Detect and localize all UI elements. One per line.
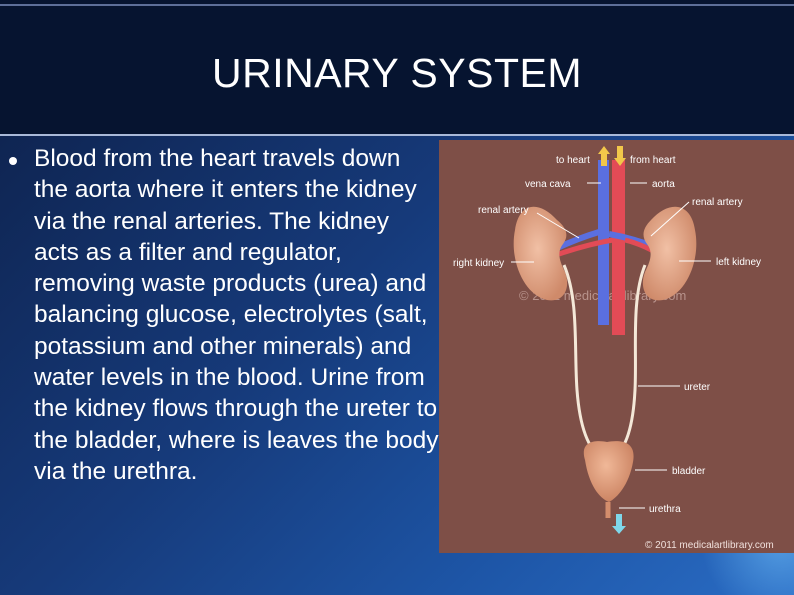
label-ureter: ureter <box>684 382 711 393</box>
title-bar: URINARY SYSTEM <box>0 0 794 136</box>
outflow-arrow-icon <box>612 514 626 534</box>
label-right-kidney: right kidney <box>453 258 504 269</box>
label-vena-cava: vena cava <box>525 179 571 190</box>
label-renal-artery-right: renal artery <box>692 197 743 208</box>
leader-lines <box>511 182 711 509</box>
label-left-kidney: left kidney <box>716 257 761 268</box>
aorta-vessel <box>612 160 625 335</box>
urinary-system-illustration: © 2011 medicalartlibrary.com <box>439 140 794 553</box>
bullet-dot <box>9 157 17 165</box>
label-to-heart: to heart <box>556 155 590 166</box>
label-urethra: urethra <box>649 504 681 515</box>
bullet-text: Blood from the heart travels down the ao… <box>34 145 439 485</box>
label-aorta: aorta <box>652 179 675 190</box>
renal-artery-right-vessel <box>558 237 614 257</box>
label-bladder: bladder <box>672 466 706 477</box>
right-kidney <box>513 206 568 301</box>
copyright-text: © 2011 medicalartlibrary.com <box>645 540 774 551</box>
label-from-heart: from heart <box>630 155 676 166</box>
label-renal-artery: renal artery <box>478 205 529 216</box>
bladder-organ <box>583 441 634 502</box>
anatomy-diagram: © 2011 medicalartlibrary.com <box>453 146 774 551</box>
left-kidney <box>642 206 697 301</box>
up-arrow-icon <box>598 146 610 166</box>
slide-title: URINARY SYSTEM <box>211 50 582 96</box>
down-arrow-icon <box>614 146 626 166</box>
